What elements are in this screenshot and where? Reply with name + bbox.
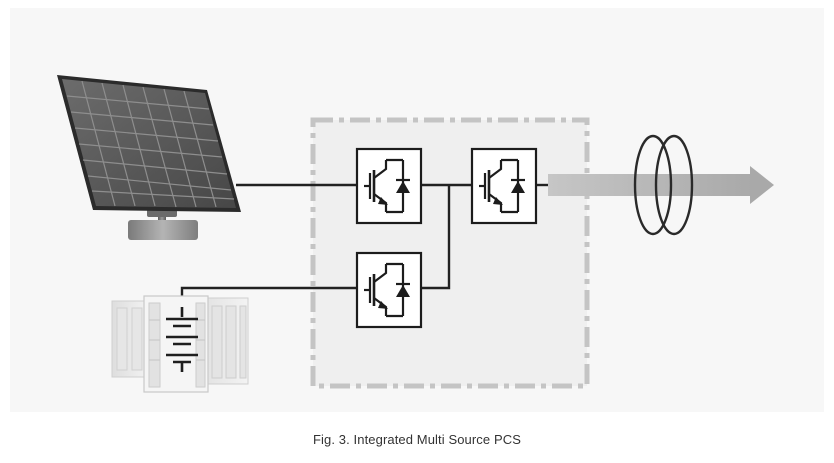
battery-rack-icon (111, 295, 249, 393)
transformer-icon (633, 134, 694, 236)
igbt-switch-icon (470, 147, 538, 225)
igbt-switch-icon (355, 147, 423, 225)
figure-caption: Fig. 3. Integrated Multi Source PCS (313, 432, 521, 447)
solar-panel-icon (57, 75, 241, 240)
output-arrow (548, 166, 774, 204)
igbt-switch-icon (355, 251, 423, 329)
